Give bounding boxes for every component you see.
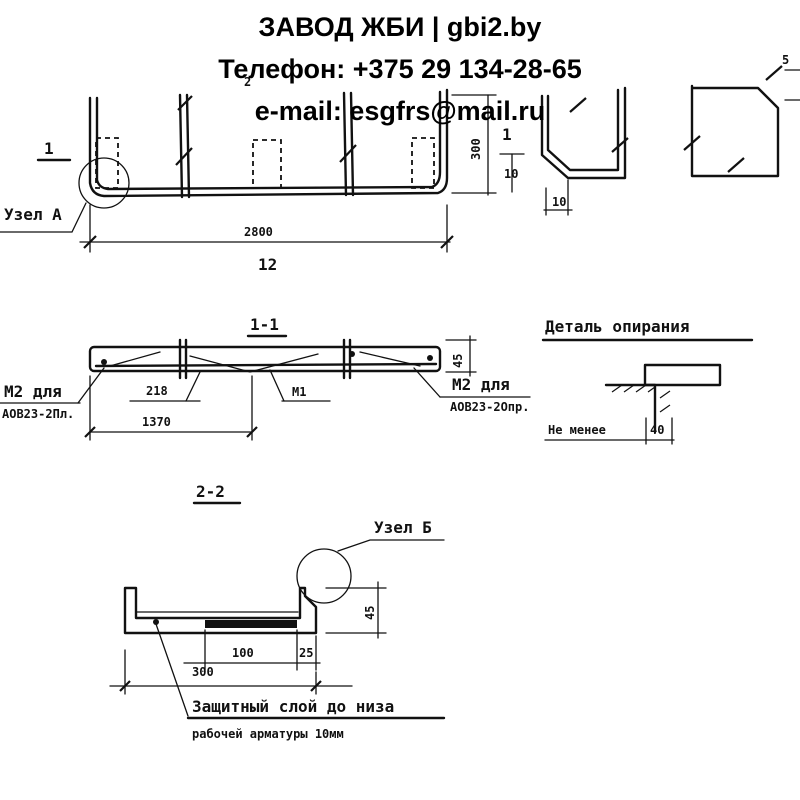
hatch-6 <box>659 404 671 413</box>
s22-anchor <box>153 619 159 625</box>
support-detail: Деталь опирания Не менее 40 <box>541 317 754 445</box>
s22-note-line1: Защитный слой до низа <box>192 697 394 716</box>
support-step <box>604 383 657 434</box>
support-slab <box>643 363 722 387</box>
node-b-label: Узел Б <box>374 518 432 537</box>
node-a-leader <box>0 202 87 233</box>
anchor-right <box>427 355 433 361</box>
company-name: ЗАВОД ЖБИ | gbi2.by <box>258 12 542 42</box>
end-tick-3 <box>683 135 701 151</box>
rib-tick-2 <box>339 144 357 163</box>
section-1-1-rebar <box>94 362 438 368</box>
plan-rib-1 <box>178 93 184 199</box>
embedded-part-left <box>95 137 119 189</box>
s22-dim-25: 25 <box>299 646 313 660</box>
node-a-circle <box>78 157 130 209</box>
dim-tick-right <box>440 235 454 249</box>
node-b-leader <box>337 539 445 552</box>
s11-left-note-1: М2 для <box>4 382 62 401</box>
plan-rib-2b <box>349 91 355 197</box>
s11-mark-m1: М1 <box>292 385 306 399</box>
support-detail-title: Деталь опирания <box>545 317 690 336</box>
s22-dim-300: 300 <box>192 665 214 679</box>
end-tick-1 <box>611 137 629 153</box>
plan-inner-outline <box>95 90 442 191</box>
s11-m1-leader <box>269 369 285 402</box>
plan-below-label: 12 <box>258 255 277 274</box>
end-tick-4 <box>727 157 745 173</box>
s22-rebar-mesh <box>205 620 297 628</box>
end-tick-5 <box>765 65 783 81</box>
plan-rib-1b <box>185 93 191 199</box>
section-1-1: 1-1 45 М2 для АОВ2З-2Пл. 218 1370 <box>0 315 531 441</box>
end-views: 10 5 <box>540 53 800 216</box>
bent-bar-3 <box>359 351 421 367</box>
s11-dim-height: 45 <box>451 354 465 368</box>
s22-note-line2: рабочей арматуры 10мм <box>192 727 344 741</box>
company-phone: Телефон: +375 29 134-28-65 <box>218 54 582 84</box>
node-b-circle <box>296 548 352 604</box>
company-email: e-mail: esgfrs@mail.ru <box>254 96 546 126</box>
end-profile-2 <box>690 84 780 178</box>
s11-tick-r <box>246 426 258 438</box>
plan-mark-top: 2 <box>244 75 251 89</box>
support-note: Не менее <box>548 423 606 437</box>
end-tick-2 <box>569 97 587 113</box>
dim-height-value: 300 <box>469 138 483 160</box>
s11-right-note-1: М2 для <box>452 375 510 394</box>
dim-tick-left <box>83 235 97 249</box>
s11-dim-218: 218 <box>146 384 168 398</box>
hatch-4 <box>647 386 656 393</box>
plan-mark-right: 1 <box>502 125 512 144</box>
end-profile-1-inner <box>546 88 620 172</box>
dim-small-value: 10 <box>504 167 518 181</box>
anchor-mid <box>349 351 355 357</box>
s11-dim-1370: 1370 <box>142 415 171 429</box>
anchor-left <box>101 359 107 365</box>
s22-tick-l <box>119 680 131 692</box>
support-dim: 40 <box>650 423 664 437</box>
hatch-1 <box>611 384 623 393</box>
hatch-3 <box>635 384 647 393</box>
section-2-2: 2-2 Узел Б 45 100 25 300 Защитный слой д… <box>109 482 446 741</box>
s11-dim-218-leader <box>185 371 201 402</box>
bent-bar-2 <box>189 353 319 373</box>
s11-left-leader <box>77 367 105 404</box>
embedded-part-center <box>252 139 282 189</box>
dim-length-value: 2800 <box>244 225 273 239</box>
s11-right-note-2: АОВ2З-2Опр. <box>450 400 529 414</box>
s11-right-leader <box>413 367 441 398</box>
section-2-2-profile <box>123 586 318 635</box>
s22-dim-100: 100 <box>232 646 254 660</box>
section-1-1-slab <box>88 345 442 373</box>
section-2-2-title: 2-2 <box>196 482 225 501</box>
s22-tick-r <box>310 680 322 692</box>
rib-tick-1 <box>175 147 193 166</box>
end-dim-value: 10 <box>552 195 566 209</box>
node-a-label: Узел А <box>4 205 62 224</box>
bent-bar-1 <box>109 351 161 367</box>
s22-dim-45: 45 <box>363 606 377 620</box>
plan-rib-2 <box>342 91 348 197</box>
hatch-2 <box>623 384 635 393</box>
s11-tick-l <box>84 426 96 438</box>
section-1-1-title: 1-1 <box>250 315 279 334</box>
s22-note-leader <box>155 623 189 717</box>
hatch-5 <box>659 390 671 399</box>
end-profile-1 <box>540 86 627 180</box>
embedded-part-right <box>411 137 435 189</box>
plan-outline <box>88 88 449 198</box>
s11-left-note-2: АОВ2З-2Пл. <box>2 407 74 421</box>
plan-view: Узел А 1 2 2800 12 300 10 1 <box>0 75 525 274</box>
rib-tick-3 <box>177 95 193 111</box>
end-dim-top-value: 5 <box>782 53 789 67</box>
section-mark-1: 1 <box>44 139 54 158</box>
